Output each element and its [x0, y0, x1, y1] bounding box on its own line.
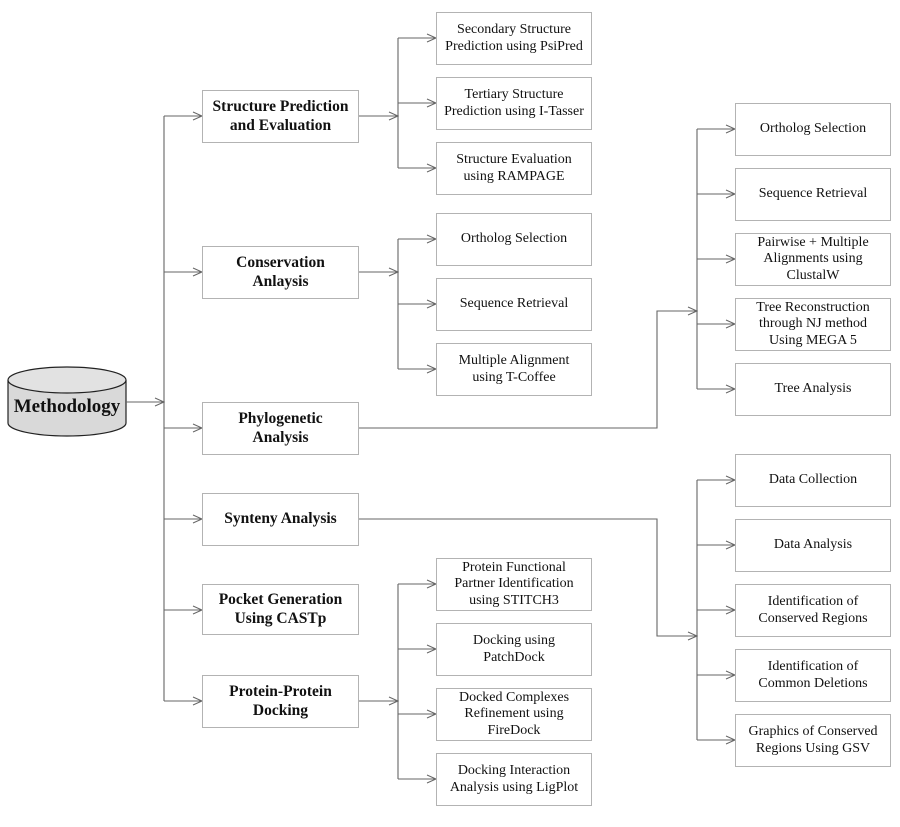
step-label: Docking Interaction Analysis using LigPl… — [449, 762, 579, 795]
step-clustalw-alignment: Pairwise + Multiple Alignments using Clu… — [735, 233, 891, 286]
step-common-deletions: Identification of Common Deletions — [735, 649, 891, 702]
step-structure-evaluation: Structure Evaluation using RAMPAGE — [436, 142, 592, 195]
step-docking-patchdock: Docking using PatchDock — [436, 623, 592, 676]
step-label: Identification of Conserved Regions — [758, 593, 868, 626]
step-label: Structure Evaluation using RAMPAGE — [456, 151, 572, 184]
step-tree-reconstruction: Tree Reconstruction through NJ method Us… — [735, 298, 891, 351]
step-label: Docked Complexes Refinement using FireDo… — [458, 689, 570, 738]
step-graphics-gsv: Graphics of Conserved Regions Using GSV — [735, 714, 891, 767]
step-data-analysis: Data Analysis — [735, 519, 891, 572]
branch-structure-prediction: Structure Prediction and Evaluation — [202, 90, 359, 143]
branch-label: Structure Prediction and Evaluation — [212, 98, 349, 134]
step-data-collection: Data Collection — [735, 454, 891, 507]
step-label: Tree Reconstruction through NJ method Us… — [756, 299, 870, 348]
step-label: Tree Analysis — [774, 381, 852, 397]
step-label: Ortholog Selection — [759, 121, 867, 137]
branch-label: Synteny Analysis — [224, 510, 337, 528]
step-tree-analysis: Tree Analysis — [735, 363, 891, 416]
step-label: Data Analysis — [773, 537, 853, 553]
step-ortholog-selection: Ortholog Selection — [436, 213, 592, 266]
step-conserved-regions: Identification of Conserved Regions — [735, 584, 891, 637]
step-phylo-sequence-retrieval: Sequence Retrieval — [735, 168, 891, 221]
branch-phylogenetic-analysis: Phylogenetic Analysis — [202, 402, 359, 455]
step-label: Docking using PatchDock — [472, 632, 556, 665]
step-label: Tertiary Structure Prediction using I-Ta… — [444, 86, 584, 119]
step-interaction-ligplot: Docking Interaction Analysis using LigPl… — [436, 753, 592, 806]
step-label: Sequence Retrieval — [758, 186, 868, 202]
branch-protein-docking: Protein-Protein Docking — [202, 675, 359, 728]
step-label: Identification of Common Deletions — [758, 658, 868, 691]
branch-label: Protein-Protein Docking — [229, 683, 332, 719]
step-label: Ortholog Selection — [460, 231, 568, 247]
step-phylo-ortholog-selection: Ortholog Selection — [735, 103, 891, 156]
phylo-route-line — [359, 310, 697, 429]
step-label: Secondary Structure Prediction using Psi… — [445, 21, 583, 54]
step-label: Multiple Alignment using T-Coffee — [458, 352, 570, 385]
step-label: Graphics of Conserved Regions Using GSV — [748, 723, 878, 756]
root-methodology-label: Methodology — [13, 396, 121, 417]
step-refinement-firedock: Docked Complexes Refinement using FireDo… — [436, 688, 592, 741]
step-label: Pairwise + Multiple Alignments using Clu… — [757, 234, 869, 283]
branch-label: Pocket Generation Using CASTp — [218, 591, 343, 627]
branch-conservation-analysis: Conservation Anlaysis — [202, 246, 359, 299]
step-secondary-structure: Secondary Structure Prediction using Psi… — [436, 12, 592, 65]
step-label: Sequence Retrieval — [459, 296, 569, 312]
step-multiple-alignment-tcoffee: Multiple Alignment using T-Coffee — [436, 343, 592, 396]
step-label: Data Collection — [768, 472, 858, 488]
branch-pocket-generation: Pocket Generation Using CASTp — [202, 584, 359, 635]
root-cylinder — [7, 366, 127, 437]
step-tertiary-structure: Tertiary Structure Prediction using I-Ta… — [436, 77, 592, 130]
synteny-route-line — [359, 518, 697, 637]
step-sequence-retrieval: Sequence Retrieval — [436, 278, 592, 331]
branch-synteny-analysis: Synteny Analysis — [202, 493, 359, 546]
step-functional-partner-identification: Protein Functional Partner Identificatio… — [436, 558, 592, 611]
branch-label: Conservation Anlaysis — [236, 254, 325, 290]
branch-label: Phylogenetic Analysis — [238, 410, 323, 446]
step-label: Protein Functional Partner Identificatio… — [454, 559, 574, 608]
